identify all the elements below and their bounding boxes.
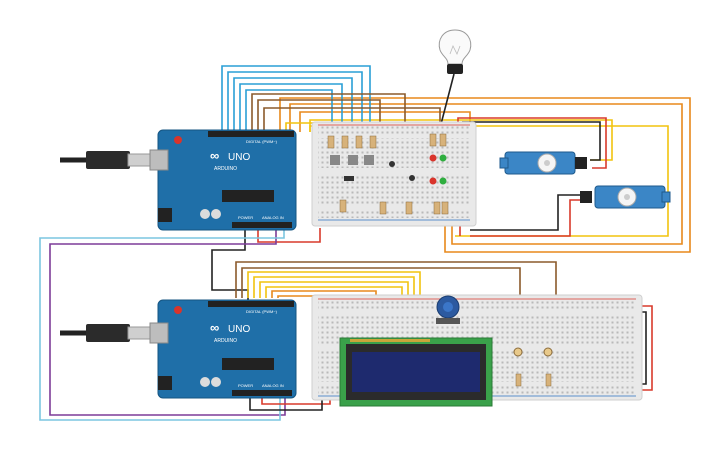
pushbutton-group: [330, 155, 415, 181]
led-green-icon: [439, 154, 447, 162]
lcd-display: [339, 337, 493, 407]
wire-black-servo-2: [470, 194, 580, 231]
wire-purple: [49, 230, 286, 416]
arduino-logo-icon: ∞: [210, 320, 219, 335]
led-red-icon: [429, 154, 437, 162]
wire-red-top-power: [257, 228, 321, 243]
pushbutton-icon: [389, 161, 395, 167]
label-analog: ANALOG IN: [262, 383, 284, 388]
photoresistor-icon: [543, 347, 553, 357]
board-brand: ARDUINO: [214, 338, 237, 344]
pushbutton-icon: [409, 175, 415, 181]
wire-orange-3: [299, 111, 471, 132]
wire-light-blue: [39, 230, 285, 421]
label-analog: ANALOG IN: [262, 215, 284, 220]
led-red-icon: [429, 177, 437, 185]
arduino-board-top: ∞ UNO ARDUINO DIGITAL (PWM~) POWER ANALO…: [149, 129, 297, 231]
usb-cable-top: [60, 151, 157, 169]
wire-yellow-servo-1: [309, 119, 613, 161]
slide-switch: [344, 176, 354, 181]
photoresistor-group: [513, 347, 553, 387]
wire-blue-1: [221, 65, 371, 140]
wire-blue-5: [245, 89, 333, 140]
label-power: POWER: [238, 383, 253, 388]
wire-blue-4: [239, 83, 343, 140]
lightbulb-icon: [438, 29, 472, 74]
board-model: UNO: [228, 324, 250, 335]
led-green-icon: [439, 177, 447, 185]
wire-black-bulb: [439, 73, 455, 129]
board-brand: ARDUINO: [214, 166, 237, 172]
potentiometer-icon: [436, 295, 460, 324]
wire-brown-1: [251, 93, 406, 140]
wire-red-servo-2: [470, 199, 580, 237]
servo-motor-2: [580, 185, 671, 209]
label-digital: DIGITAL (PWM~): [246, 309, 278, 314]
photoresistor-icon: [513, 347, 523, 357]
wire-brown-2: [257, 99, 381, 140]
breadboard-top: [311, 121, 477, 227]
wire-orange-outer: [279, 97, 691, 253]
wire-black-servo-1: [462, 121, 601, 161]
wire-bottom-black: [249, 395, 323, 411]
label-digital: DIGITAL (PWM~): [246, 139, 278, 144]
arduino-board-bottom: ∞ UNO ARDUINO DIGITAL (PWM~) POWER ANALO…: [149, 299, 297, 399]
wire-blue-2: [227, 71, 363, 140]
wire-blue-3: [233, 77, 353, 140]
label-power: POWER: [238, 215, 253, 220]
led-group: [429, 154, 447, 185]
usb-cable-bottom: [60, 324, 157, 342]
servo-motor-1: [499, 151, 587, 175]
board-model: UNO: [228, 152, 250, 163]
wire-yellow-servo-2: [309, 125, 669, 237]
wire-brown-3: [263, 107, 441, 132]
resistor-group-top: [327, 133, 449, 215]
arduino-logo-icon: ∞: [210, 148, 219, 163]
